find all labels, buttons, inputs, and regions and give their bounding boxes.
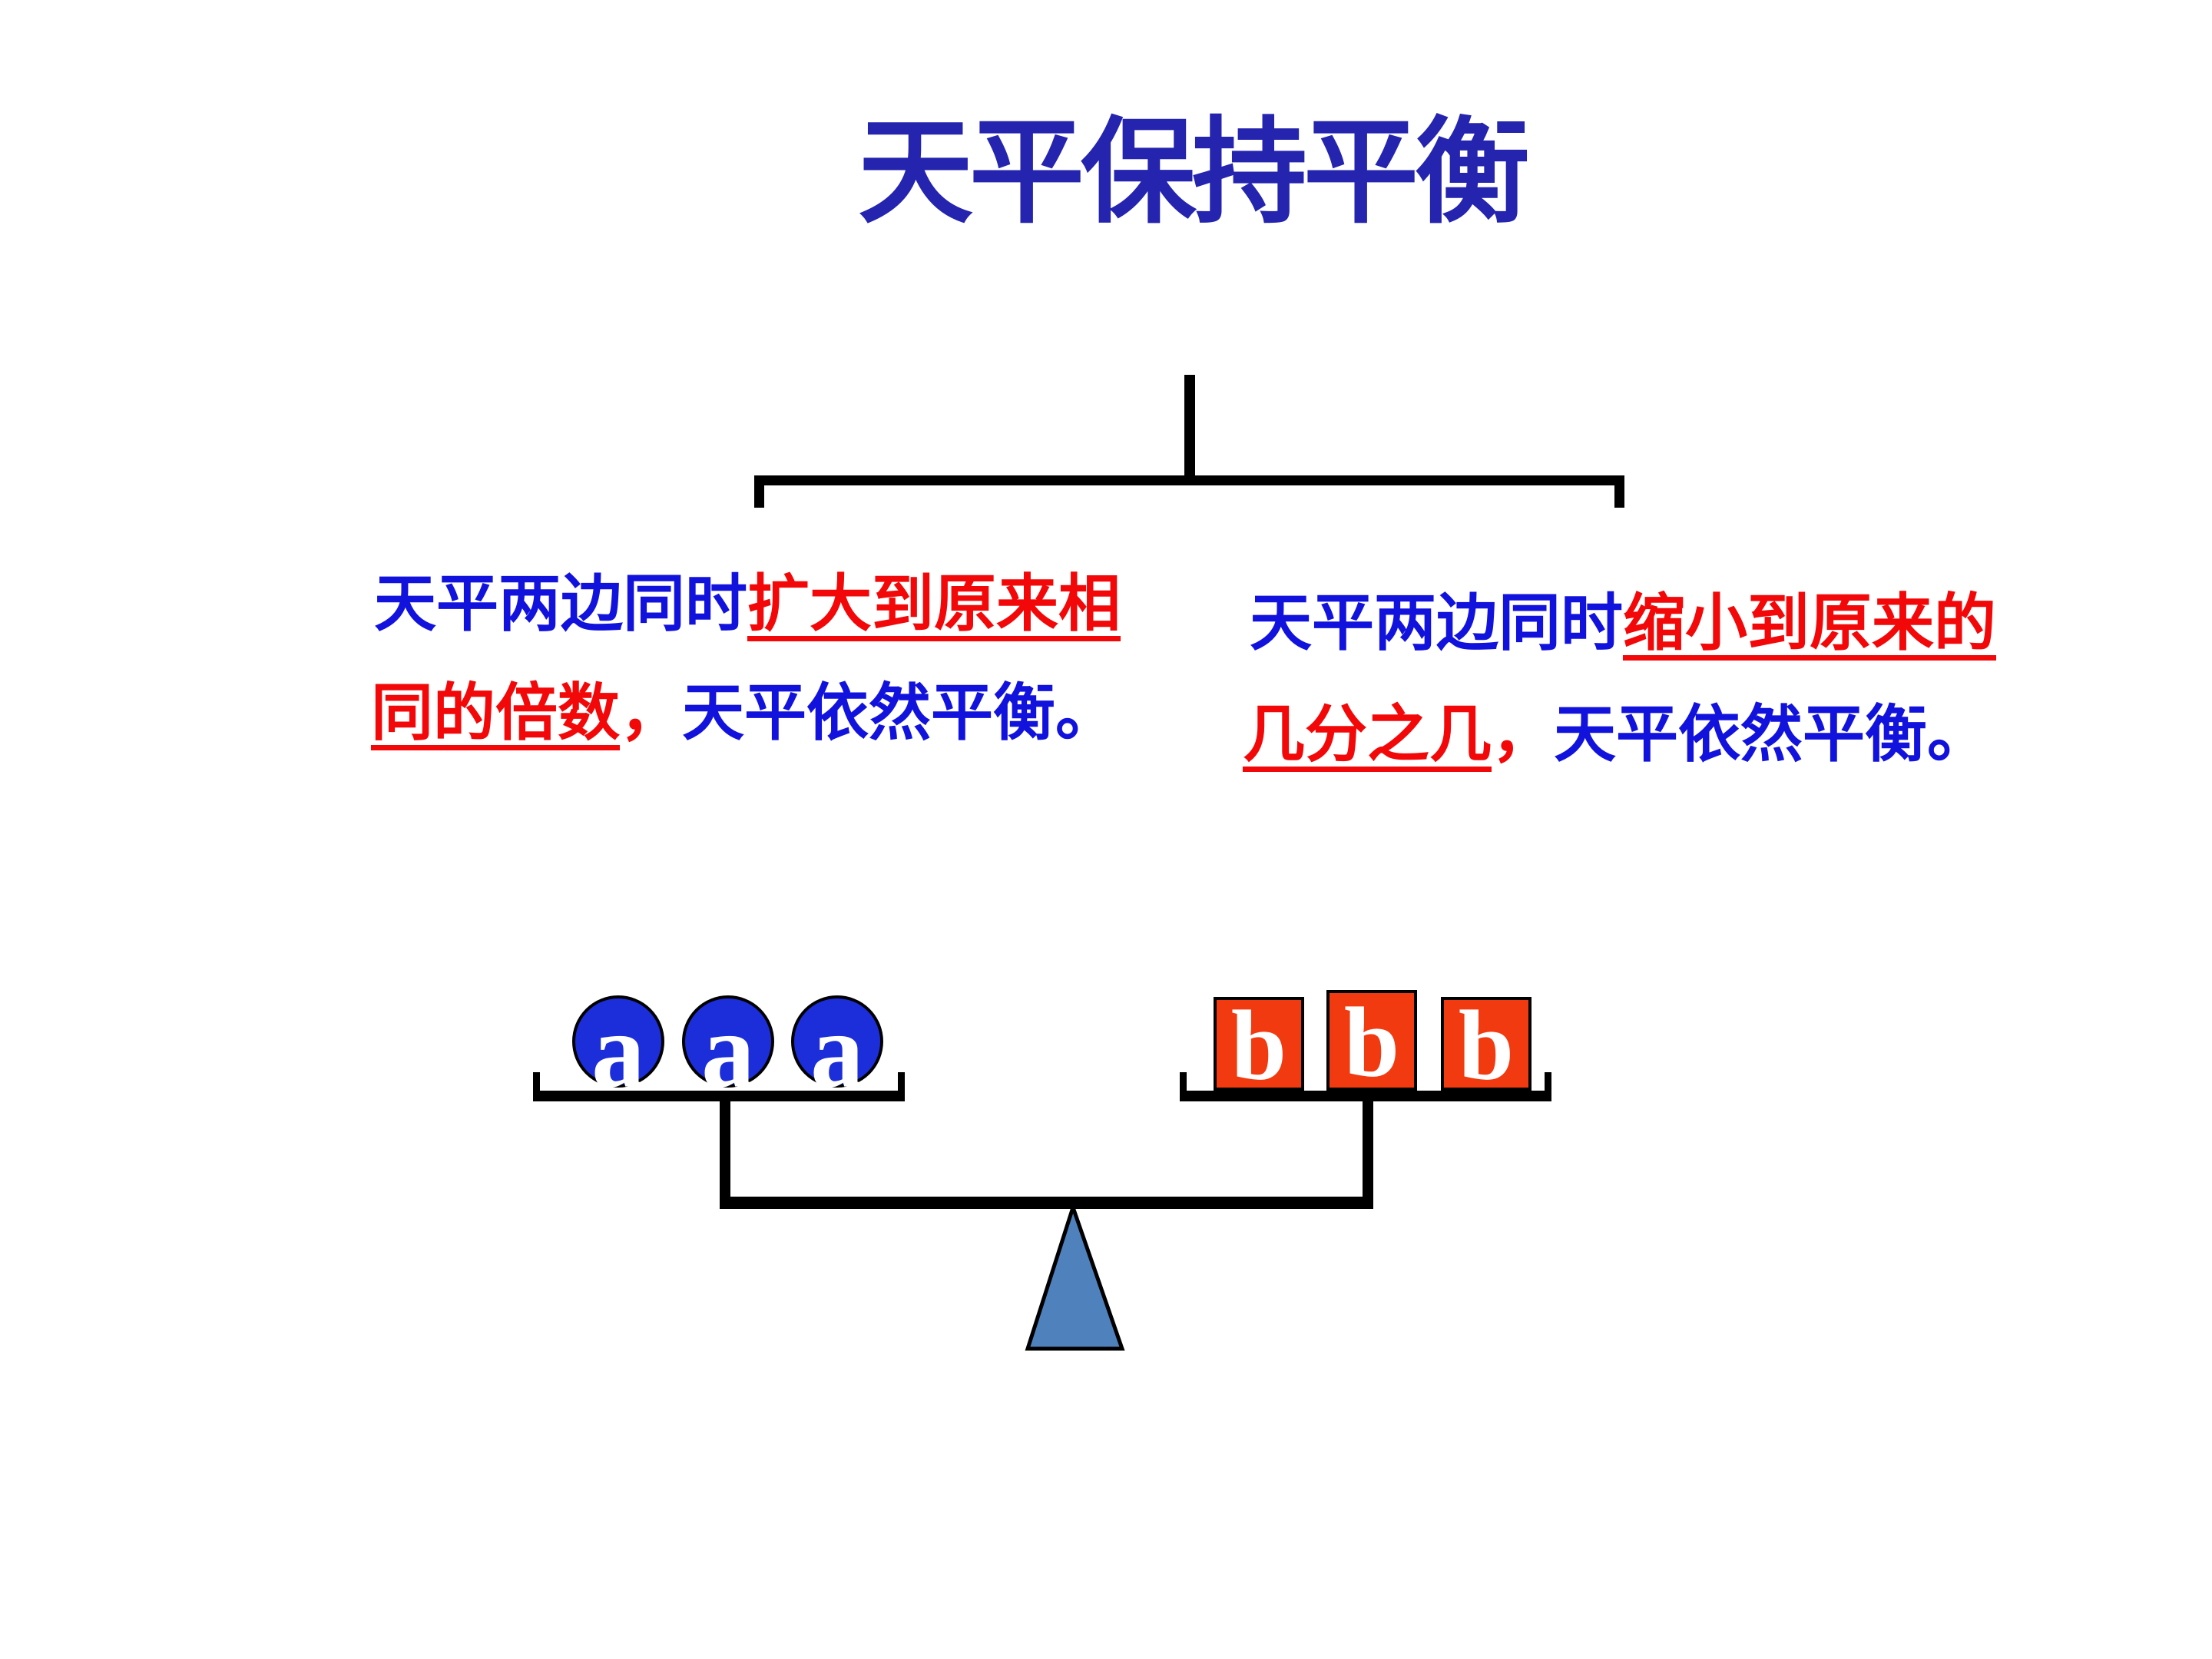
note-right-line1-emphasis: 缩小到原来的 [1623,593,1997,661]
note-right-line1-plain: 天平两边同时 [1250,589,1624,658]
note-left-line2-plain: 天平依然平衡。 [682,679,1118,748]
note-right-line2: 几分之几，天平依然平衡。 [1243,704,1989,772]
weight-block-label: b [1230,990,1287,1101]
bracket-bar [754,475,1624,485]
weight-block-label: b [1458,990,1515,1101]
left-pan-tick-left [533,1072,540,1101]
weight-ball-label: a [701,991,755,1111]
balance-beam [720,1197,1373,1209]
right-pan-tick-right [1545,1072,1551,1101]
weight-ball: a [682,995,774,1104]
weight-block: b [1326,987,1417,1098]
note-left-line2-emphasis: 同的倍数 [371,683,621,750]
note-left-line1-plain: 天平两边同时 [374,570,748,639]
left-pan-tick-right [898,1072,905,1101]
weight-block: b [1441,996,1532,1096]
weight-ball-label: a [591,991,645,1111]
right-pan-tick-left [1180,1072,1187,1101]
left-pan-bar [533,1091,905,1101]
note-right-line2-comma: ， [1492,700,1555,770]
note-left-line1: 天平两边同时扩大到原来相 [374,574,1121,641]
note-left-line2-comma: ， [620,679,683,748]
bracket-tick-left [754,475,764,508]
weight-ball: a [572,995,664,1104]
left-pan-support [720,1101,730,1209]
note-right-line2-emphasis: 几分之几 [1243,704,1492,772]
note-right-line2-plain: 天平依然平衡。 [1554,700,1990,770]
page-title: 天平保持平衡 [857,110,1530,237]
right-pan-bar [1180,1091,1551,1101]
note-right-line1: 天平两边同时缩小到原来的 [1250,593,1997,661]
bracket-tick-right [1614,475,1624,508]
note-left-line2: 同的倍数，天平依然平衡。 [371,683,1118,750]
weight-ball-label: a [810,991,864,1111]
bracket-stem [1184,375,1195,476]
right-pan-support [1363,1101,1373,1209]
weight-ball: a [791,995,883,1104]
note-left-line1-emphasis: 扩大到原来相 [747,574,1121,641]
weight-block: b [1214,996,1304,1096]
fulcrum-triangle [1025,1203,1125,1351]
weight-block-label: b [1343,987,1400,1098]
